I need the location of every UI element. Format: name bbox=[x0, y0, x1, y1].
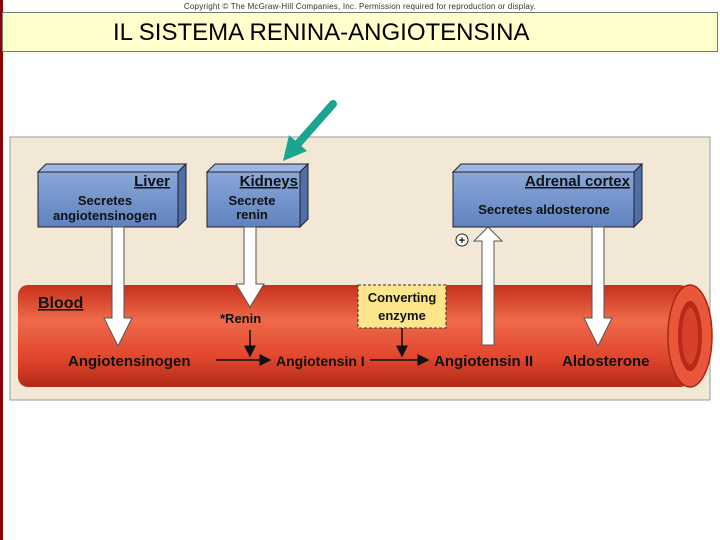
kidneys-secretion-arrow bbox=[235, 226, 265, 308]
kidneys-box bbox=[205, 162, 310, 229]
adrenal-cortex-label: Adrenal cortex bbox=[525, 173, 631, 190]
angiotensinogen-label: Angiotensinogen bbox=[68, 353, 191, 370]
liver-box bbox=[36, 162, 188, 229]
title-bar: IL SISTEMA RENINA-ANGIOTENSINA bbox=[2, 12, 718, 52]
adrenal-action: Secretes aldosterone bbox=[478, 202, 610, 217]
liver-action-line1: Secretes bbox=[78, 193, 132, 208]
enzyme-label-line2: enzyme bbox=[378, 308, 426, 323]
liver-secretion-arrow bbox=[103, 226, 133, 348]
kidneys-action-line1: Secrete bbox=[229, 193, 276, 208]
blood-label: Blood bbox=[38, 295, 83, 312]
blood-vessel bbox=[18, 284, 713, 388]
stimulation-arrow-to-adrenal bbox=[472, 226, 504, 346]
aldosterone-label: Aldosterone bbox=[562, 353, 650, 370]
plus-sign: + bbox=[459, 235, 465, 247]
kidneys-label: Kidneys bbox=[240, 173, 298, 190]
renin-label: *Renin bbox=[220, 311, 261, 326]
angiotensin-2-label: Angiotensin II bbox=[434, 353, 533, 370]
stimulation-plus-icon bbox=[455, 233, 469, 247]
left-border-rule bbox=[0, 0, 3, 540]
enzyme-label-line1: Converting bbox=[368, 290, 437, 305]
liver-action-line2: angiotensinogen bbox=[53, 208, 157, 223]
slide-title: IL SISTEMA RENINA-ANGIOTENSINA bbox=[113, 19, 530, 46]
adrenal-cortex-box bbox=[451, 162, 644, 229]
pointer-arrow-icon bbox=[283, 100, 337, 161]
copyright-notice: Copyright © The McGraw-Hill Companies, I… bbox=[183, 2, 537, 11]
aldosterone-release-arrow bbox=[583, 226, 613, 348]
liver-label: Liver bbox=[134, 173, 170, 190]
kidneys-action-line2: renin bbox=[236, 207, 268, 222]
angiotensin-1-label: Angiotensin I bbox=[276, 353, 365, 369]
